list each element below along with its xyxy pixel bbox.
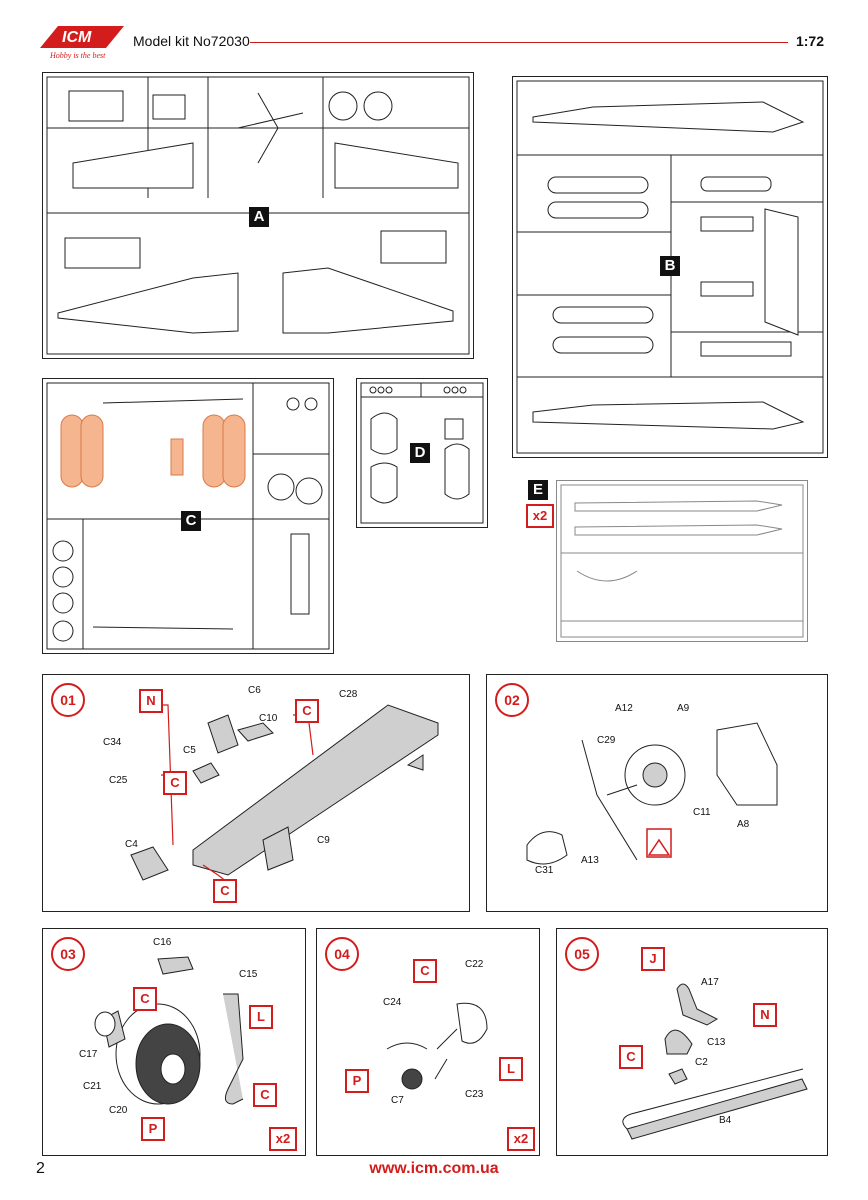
highlight-small-parts [170,438,184,476]
label-c28: C28 [339,689,358,700]
tag-n: N [139,689,163,713]
sprue-b-letter: B [660,256,680,276]
sprue-c-letter: C [181,511,201,531]
tag-j: J [641,947,665,971]
step-05: 05 A17 C13 C2 B4 J N C [556,928,828,1156]
label-c20: C20 [109,1105,128,1116]
sprue-c-drawing [46,382,330,650]
tag-c: C [413,959,437,983]
tag-n: N [753,1003,777,1027]
label-a9: A9 [677,703,690,714]
page-number: 2 [36,1160,45,1177]
label-c4: C4 [125,839,138,850]
tag-l: L [249,1005,273,1029]
sprue-e-letter: E [528,480,548,500]
step-02: 02 A12 A9 C29 C11 A8 C31 A13 [486,674,828,912]
tag-p: P [345,1069,369,1093]
label-a8: A8 [737,819,750,830]
step-04-count: x2 [507,1127,535,1151]
sprue-d: D [356,378,488,528]
label-a13: A13 [581,855,599,866]
page-header: ICM Hobby is the best Model kit No72030 … [0,0,868,70]
footer-url[interactable]: www.icm.com.ua [369,1160,499,1177]
sprue-b-drawing [516,80,824,454]
step-03: 03 C16 C15 C17 C21 C20 C L C P x2 [42,928,306,1156]
tag-c-2: C [253,1083,277,1107]
sprue-e-drawing [560,484,804,638]
sprue-a: A [42,72,474,359]
kit-title: Model kit No72030 [133,33,250,49]
step-03-drawing [94,956,244,1105]
svg-text:Hobby is the best: Hobby is the best [49,51,106,60]
sprue-a-drawing [46,76,470,355]
sprue-d-letter: D [410,443,430,463]
label-c11: C11 [693,807,711,818]
label-c23: C23 [465,1089,484,1100]
tag-l: L [499,1057,523,1081]
step-04-drawing [386,1002,488,1090]
label-c17: C17 [79,1049,98,1060]
highlight-part-33-right [222,414,246,488]
step-02-number: 02 [495,683,529,717]
label-c13: C13 [707,1037,726,1048]
step-01-number: 01 [51,683,85,717]
label-c7: C7 [391,1095,404,1106]
label-c2: C2 [695,1057,708,1068]
tag-p: P [141,1117,165,1141]
scale-label: 1:72 [795,33,824,49]
label-c21: C21 [83,1081,102,1092]
label-b4: B4 [719,1115,732,1126]
label-c31: C31 [535,865,554,876]
label-c5: C5 [183,745,196,756]
label-c10: C10 [259,713,278,724]
highlight-part-32-right [202,414,226,488]
label-c15: C15 [239,969,258,980]
step-02-drawing [526,722,778,865]
highlight-part-32-left [60,414,84,488]
highlight-part-33-left [80,414,104,488]
svg-text:ICM: ICM [62,29,92,46]
header-rule [250,42,788,43]
sprue-a-letter: A [249,207,269,227]
sprue-b: B [512,76,828,458]
tag-c-1: C [295,699,319,723]
sprue-e-count: x2 [526,504,554,528]
label-c9: C9 [317,835,330,846]
tag-c-3: C [213,879,237,903]
step-04: 04 C22 C24 C7 C23 C L P x2 [316,928,540,1156]
sprue-c: C [42,378,334,654]
label-c24: C24 [383,997,402,1008]
step-05-drawing [622,983,808,1140]
label-a12: A12 [615,703,633,714]
label-a17: A17 [701,977,719,988]
label-c22: C22 [465,959,484,970]
icm-logo: ICM Hobby is the best [40,26,124,60]
step-05-number: 05 [565,937,599,971]
label-c34: C34 [103,737,122,748]
label-c6: C6 [248,685,261,696]
label-c16: C16 [153,937,172,948]
step-03-count: x2 [269,1127,297,1151]
step-03-number: 03 [51,937,85,971]
tag-c-1: C [133,987,157,1011]
sprue-e [556,480,808,642]
sprue-d-drawing [360,382,484,524]
tag-c: C [619,1045,643,1069]
tag-c-2: C [163,771,187,795]
step-04-number: 04 [325,937,359,971]
label-c25: C25 [109,775,128,786]
label-c29: C29 [597,735,616,746]
step-01: 01 C6 C28 C10 C34 C5 C25 C4 C9 N C C C [42,674,470,912]
step-01-drawing [130,704,439,886]
